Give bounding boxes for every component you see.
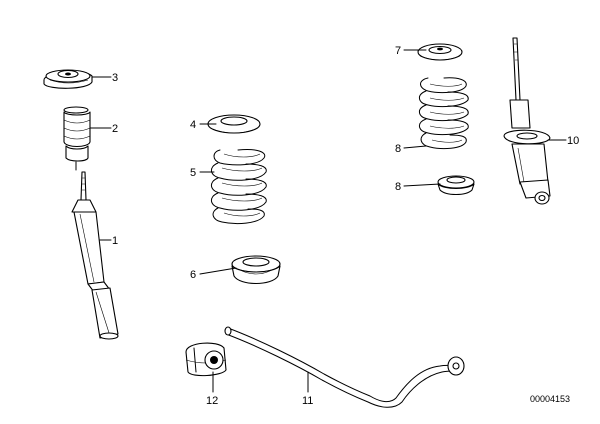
callout-4: 4 [190, 119, 196, 131]
callout-12: 12 [206, 395, 218, 407]
document-number: 00004153 [530, 394, 570, 404]
callout-5: 5 [190, 167, 196, 179]
callout-6: 6 [190, 269, 196, 281]
part-1-strut [71, 171, 119, 340]
callout-11: 11 [302, 395, 313, 407]
callout-8-lower: 8 [395, 181, 401, 193]
part-10-shock-absorber [503, 37, 551, 205]
part-8-coil-spring [419, 77, 469, 150]
leader-lines [89, 49, 567, 393]
callout-8: 8 [395, 143, 401, 155]
part-11-stabilizer-bar [224, 326, 465, 408]
part-2-bump-stop [63, 106, 91, 171]
part-7-spring-seat [417, 43, 463, 61]
callout-3: 3 [112, 72, 118, 84]
part-12-bushing [185, 342, 227, 377]
callout-10: 10 [567, 135, 579, 147]
callout-1: 1 [112, 235, 118, 247]
part-6-spring-pad [231, 255, 281, 285]
part-3-strut-mount [43, 69, 93, 89]
part-5-coil-spring [211, 149, 267, 225]
part-8-spring-pad [437, 175, 475, 196]
callout-2: 2 [112, 123, 118, 135]
callout-7: 7 [395, 45, 401, 57]
part-4-spring-seat [207, 114, 261, 134]
